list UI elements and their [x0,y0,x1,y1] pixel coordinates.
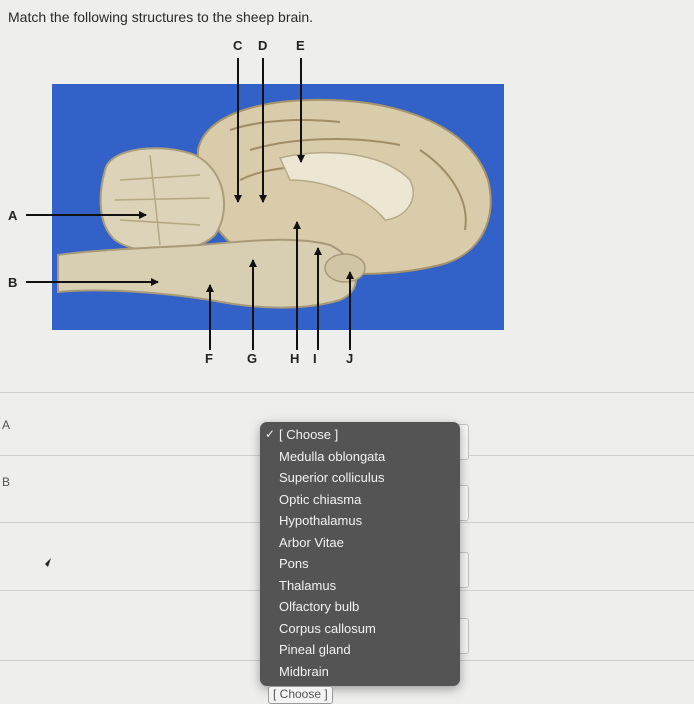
answer-select-edge[interactable] [458,552,469,588]
dropdown-option[interactable]: Thalamus [279,577,337,593]
checkmark-icon: ✓ [265,427,276,441]
label-d: D [258,38,267,53]
corpus-callosum-shape [278,151,414,221]
structure-dropdown-menu[interactable]: ✓ [ Choose ] Medulla oblongata Superior … [260,422,460,686]
label-g: G [247,351,257,366]
label-i: I [313,351,317,366]
label-h: H [290,351,299,366]
dropdown-option[interactable]: Midbrain [279,663,329,679]
label-b: B [8,275,17,290]
answer-select-edge[interactable] [458,618,469,654]
dropdown-option[interactable]: Arbor Vitae [279,534,344,550]
dropdown-option[interactable]: Optic chiasma [279,491,362,507]
cerebellum-shape [99,147,226,253]
answer-select-edge[interactable] [458,485,469,521]
answer-select-edge[interactable] [458,424,469,460]
label-f: F [205,351,213,366]
question-text: Match the following structures to the sh… [8,9,314,25]
divider [0,392,694,393]
sheep-brain-figure: C D E A B F G H I J [8,38,504,366]
dropdown-option[interactable]: Superior colliculus [279,470,385,485]
label-c: C [233,38,243,53]
label-e: E [296,38,305,53]
row-label-a: A [2,418,11,432]
dropdown-option[interactable]: Pons [279,556,309,571]
brainstem-shape [57,238,357,309]
dropdown-option[interactable]: Pineal gland [279,642,351,657]
dropdown-option[interactable]: Medulla oblongata [279,448,386,464]
label-a: A [8,208,18,223]
mouse-cursor-icon [40,558,51,569]
dropdown-option[interactable]: Hypothalamus [279,513,363,528]
label-j: J [346,351,353,366]
dropdown-option[interactable]: Corpus callosum [279,620,376,636]
choose-select[interactable]: [ Choose ] [268,686,333,704]
dropdown-option[interactable]: Olfactory bulb [279,599,360,614]
dropdown-option-choose[interactable]: ✓ [ Choose ] [260,424,460,446]
row-label-b: B [2,475,11,489]
